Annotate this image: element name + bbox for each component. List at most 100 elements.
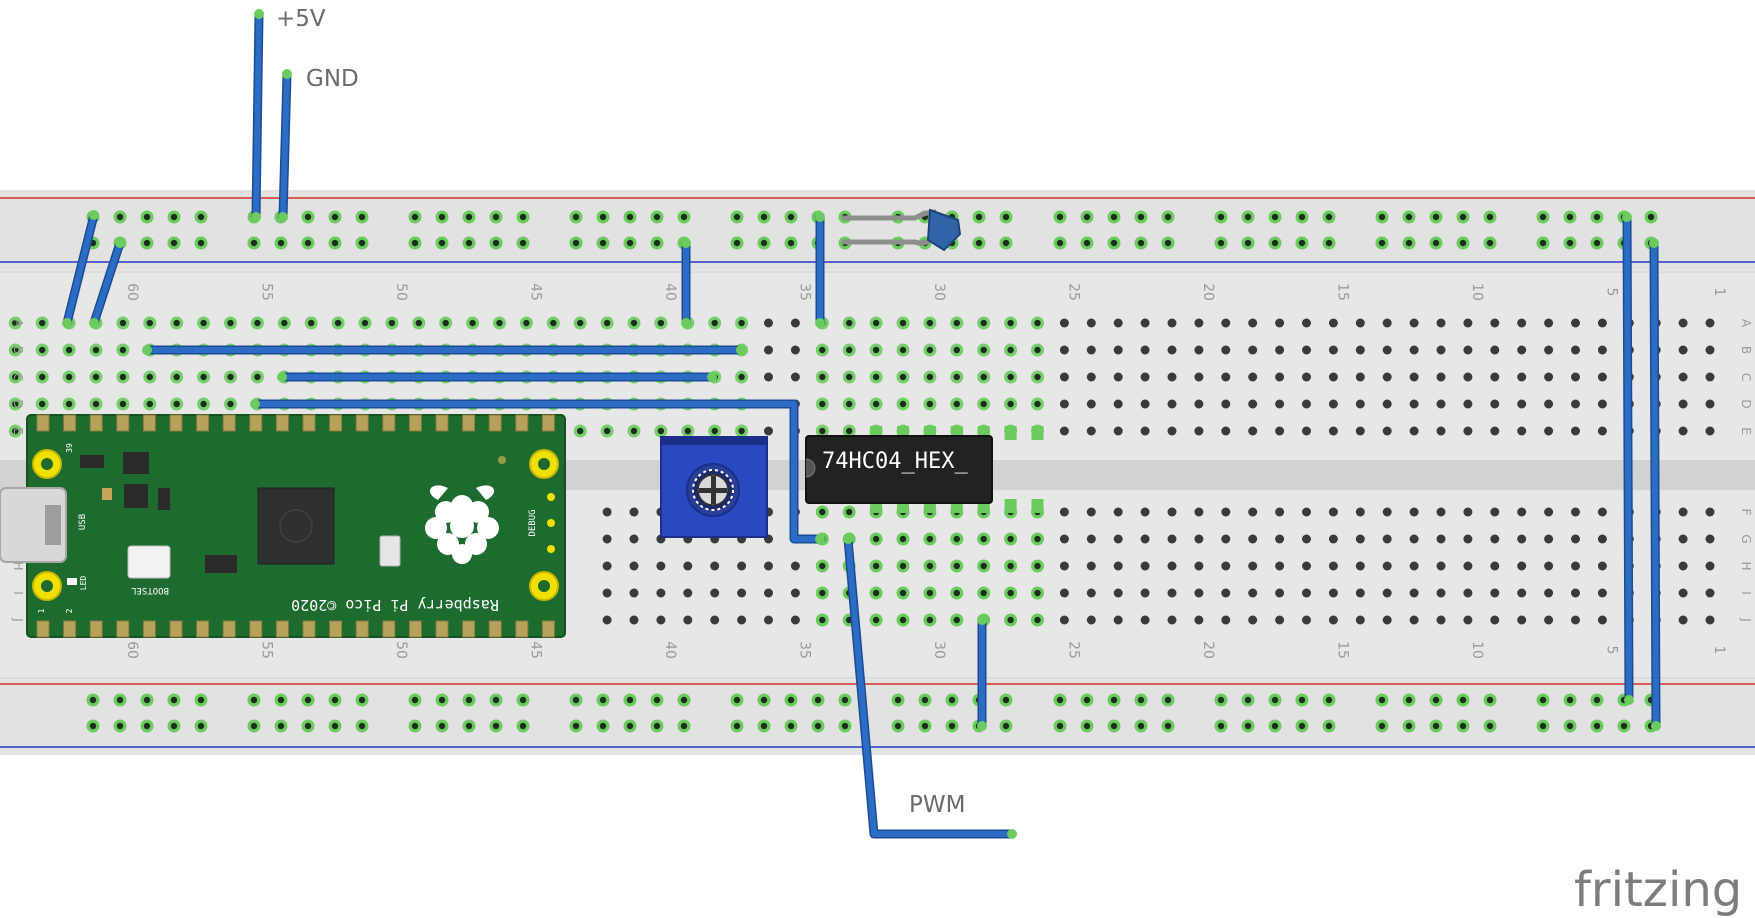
ceramic-capacitor[interactable] <box>842 208 962 252</box>
hole-center <box>846 508 853 516</box>
hole-center <box>738 427 745 435</box>
hole-center <box>1034 373 1041 381</box>
rail-hole-center <box>331 722 339 730</box>
hole <box>1248 426 1258 436</box>
hole-center <box>334 319 342 327</box>
rail-hole-center <box>89 722 97 730</box>
rail-hole-center <box>1459 239 1467 247</box>
row-letter: I <box>11 591 25 595</box>
hole <box>1194 318 1204 328</box>
hole <box>629 507 639 517</box>
hole-center <box>173 373 180 381</box>
hole <box>737 561 747 571</box>
hole <box>710 588 720 598</box>
pico-castellated-pins <box>36 414 555 638</box>
hole-center <box>39 373 46 381</box>
hole <box>1113 426 1123 436</box>
column-number: 1 <box>1711 288 1727 297</box>
hole <box>1113 615 1123 625</box>
hole <box>1194 534 1204 544</box>
hole <box>1436 588 1446 598</box>
rail-hole-center <box>760 722 768 730</box>
pin-2-silkscreen: 2 <box>65 608 74 613</box>
hole <box>1167 615 1177 625</box>
wire-pwm <box>845 536 1015 837</box>
pico-pin <box>142 414 156 432</box>
pico-pin <box>541 620 555 638</box>
hole <box>1571 318 1580 328</box>
hole <box>1490 318 1500 328</box>
hole-center <box>1034 562 1041 570</box>
pico-pin <box>408 414 422 432</box>
wire-rail-to-a1 <box>64 212 97 326</box>
trimmer-potentiometer[interactable] <box>660 436 768 538</box>
wire-pwm-end <box>843 534 853 544</box>
rail-hole-center <box>411 722 419 730</box>
hole-center <box>173 400 180 408</box>
hole-center <box>200 400 207 408</box>
wire-rail-to-a2 <box>91 240 123 326</box>
hole <box>683 615 693 625</box>
rail-hole-center <box>1002 696 1010 704</box>
hole <box>1517 318 1527 328</box>
hole-center <box>926 616 934 624</box>
hole-center <box>819 589 826 597</box>
rail-hole-center <box>250 239 258 247</box>
hole <box>1140 372 1150 382</box>
rail-hole-center <box>170 696 178 704</box>
rail-hole-center <box>1325 239 1333 247</box>
hole <box>1678 345 1688 355</box>
hole <box>1221 615 1231 625</box>
hole-center <box>119 373 127 381</box>
hole-center <box>1007 535 1014 543</box>
rail-hole-center <box>277 696 285 704</box>
rail-hole-center <box>1244 696 1252 704</box>
rail-hole-center <box>1647 213 1655 221</box>
rail-hole-center <box>733 239 741 247</box>
hole <box>1705 345 1715 355</box>
hole-center <box>577 427 584 435</box>
hole <box>1597 588 1607 598</box>
hole <box>1355 345 1365 355</box>
hole <box>1597 318 1607 328</box>
rail-hole-center <box>1110 696 1118 704</box>
rail-hole-center <box>1002 239 1010 247</box>
rail-hole-center <box>250 696 258 704</box>
rail-hole-center <box>1217 213 1225 221</box>
hole <box>1517 399 1527 409</box>
rail-hole-center <box>1325 213 1333 221</box>
hole <box>1382 534 1392 544</box>
rail-hole-center <box>1056 722 1064 730</box>
wire-b-long-end <box>142 345 152 355</box>
hole-center <box>1034 400 1041 408</box>
hole <box>1463 345 1473 355</box>
hole <box>1140 507 1150 517</box>
raspberry-pi-pico[interactable]: Raspberry Pi Pico ©2020 BOOTSEL USB DEBU… <box>0 414 566 638</box>
rail-hole-center <box>733 696 741 704</box>
column-number: 10 <box>1469 283 1485 301</box>
hole-center <box>523 319 530 327</box>
hole <box>629 588 639 598</box>
rail-hole-center <box>304 696 312 704</box>
hole <box>1463 426 1473 436</box>
row-letter: J <box>11 617 25 622</box>
column-number: 55 <box>258 283 274 301</box>
hole <box>1678 372 1688 382</box>
rail-hole-center <box>1566 696 1574 704</box>
hole <box>764 561 773 571</box>
hole-center <box>711 427 718 435</box>
hole <box>1490 588 1500 598</box>
pico-pin <box>515 620 529 638</box>
hole <box>790 318 800 328</box>
hole-center <box>227 319 234 327</box>
wire-right-rail-2 <box>1651 240 1659 729</box>
hole-center <box>388 319 396 327</box>
fritzing-watermark: fritzing <box>1574 862 1742 918</box>
rail-hole-center <box>411 239 419 247</box>
ic-74hc04[interactable]: 74HC04_HEX_ <box>805 426 1044 513</box>
hole <box>1705 372 1715 382</box>
hole <box>1355 615 1365 625</box>
hole <box>790 372 800 382</box>
hole <box>1221 588 1231 598</box>
hole <box>1678 534 1688 544</box>
